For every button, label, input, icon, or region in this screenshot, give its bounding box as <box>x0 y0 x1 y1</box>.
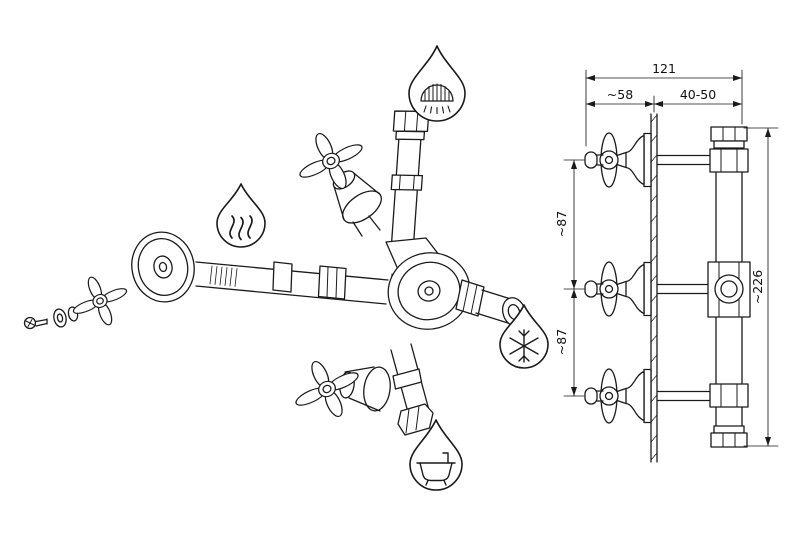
shower-spray-droplet-icon <box>408 45 466 122</box>
hot-water-droplet-icon <box>216 183 266 248</box>
bath-tub-droplet-icon <box>409 419 463 491</box>
iso-temperature-handle <box>72 276 128 326</box>
iso-lower-bell <box>339 366 391 412</box>
iso-lower-handle <box>295 361 359 417</box>
dim-mounting-depth-label: 40-50 <box>680 87 716 102</box>
side-handle-bottom <box>584 368 715 424</box>
function-icons <box>216 45 549 491</box>
dim-port-spacing-lower-label: ~87 <box>554 329 569 355</box>
side-handle-top <box>584 132 715 188</box>
dimension-arrows <box>571 75 771 446</box>
isometric-exploded-view <box>23 45 549 491</box>
dim-port-spacing-upper-label: ~87 <box>554 211 569 237</box>
iso-center-flange <box>387 252 471 330</box>
dim-overall-height-label: ~226 <box>750 270 765 304</box>
iso-temperature-dome <box>131 231 195 303</box>
dim-handle-projection-label: ~58 <box>607 87 633 102</box>
dimension-lines: 121 ~58 40-50 ~226 ~87 ~87 <box>554 61 779 447</box>
dim-overall-width-label: 121 <box>652 61 676 76</box>
wall <box>650 113 658 463</box>
dimensioned-side-view: 121 ~58 40-50 ~226 ~87 ~87 <box>554 61 779 463</box>
side-pipe-assembly <box>707 126 751 448</box>
iso-screw <box>23 316 48 330</box>
iso-top-pipe <box>390 110 430 242</box>
iso-bottom-pipe <box>390 343 434 436</box>
iso-upper-handle <box>299 133 363 189</box>
cold-snowflake-droplet-icon <box>499 304 549 369</box>
iso-left-pipe <box>195 261 389 305</box>
side-handle-middle <box>584 261 715 317</box>
